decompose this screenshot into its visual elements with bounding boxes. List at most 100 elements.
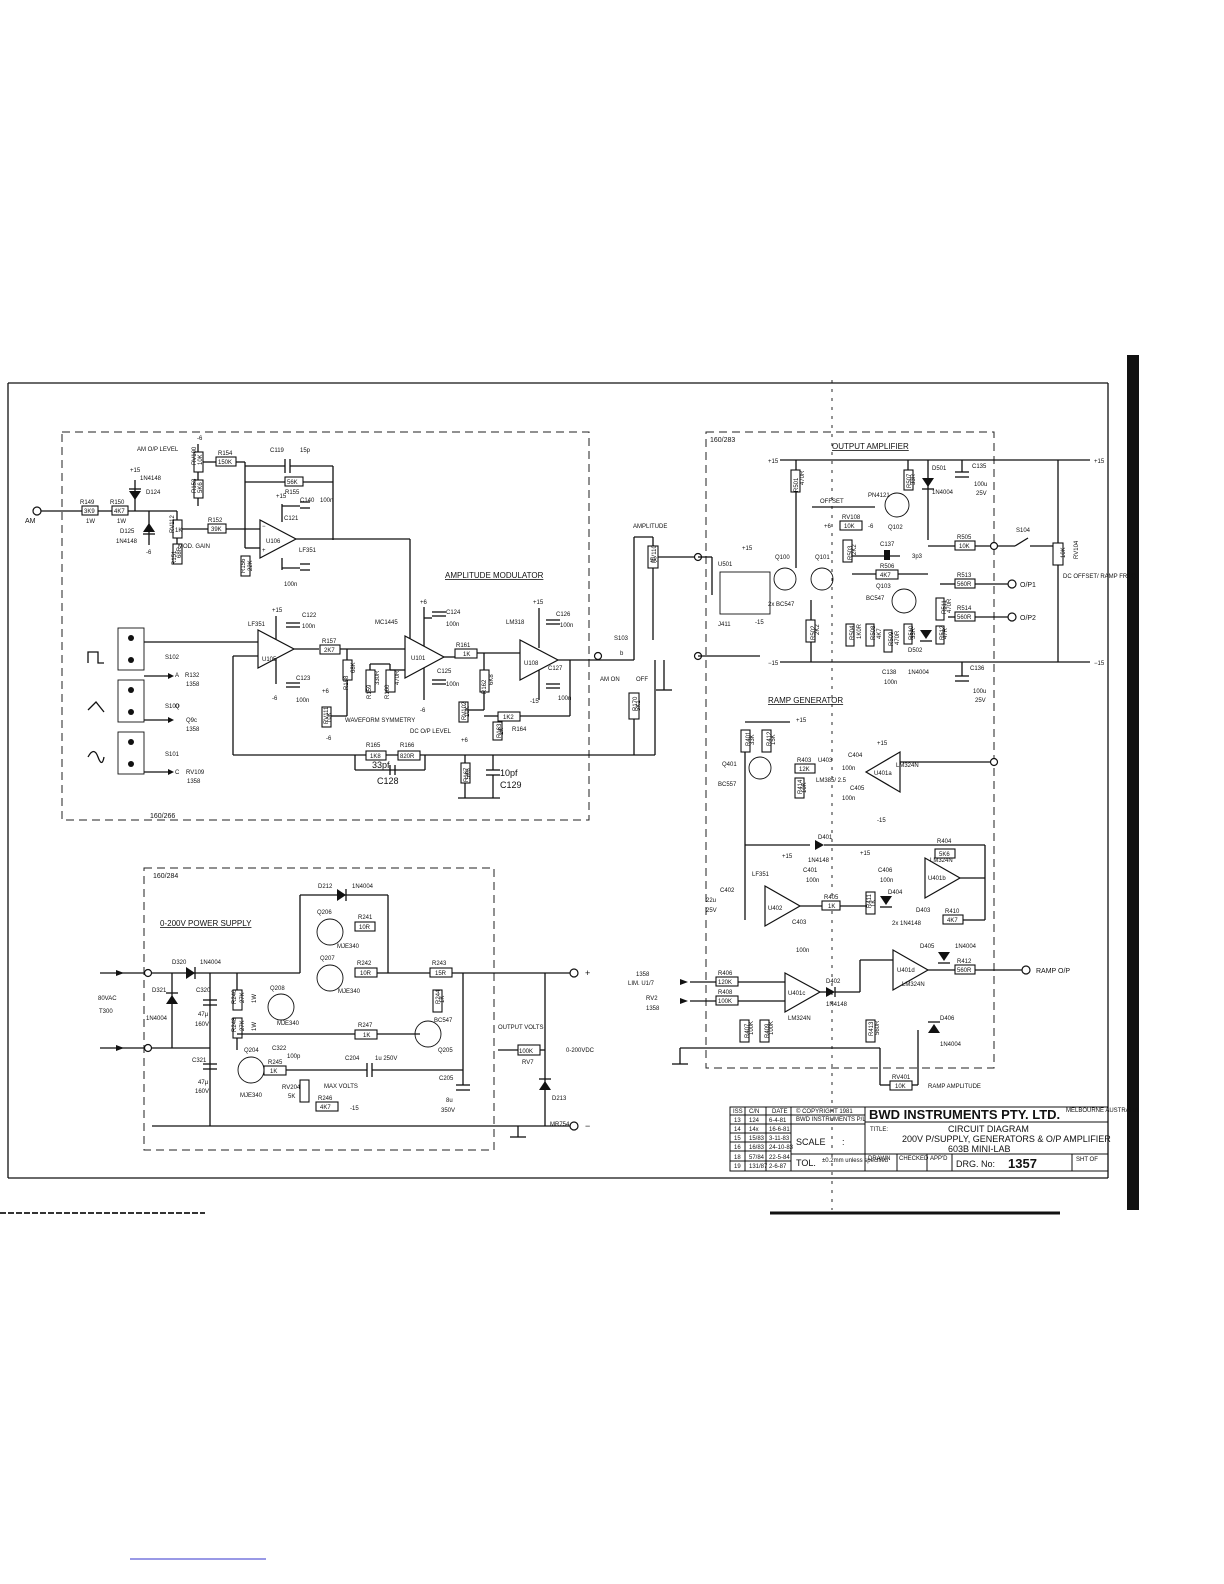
svg-text:1358: 1358 (186, 682, 200, 688)
svg-text:R511: R511 (942, 599, 948, 614)
svg-text:SHT OF: SHT OF (1076, 1157, 1098, 1163)
svg-text:D405: D405 (920, 944, 935, 950)
svg-text:10pf: 10pf (500, 768, 518, 778)
svg-text:R160: R160 (385, 684, 391, 699)
svg-text:1358: 1358 (186, 727, 200, 733)
transistor-q208 (267, 993, 295, 1021)
transistor-q102 (884, 492, 910, 518)
section-ramp-generator: RAMP GENERATOR (768, 696, 843, 705)
transistor-q103 (891, 588, 917, 614)
svg-text:2x 1N4148: 2x 1N4148 (892, 921, 922, 927)
svg-text:47R: 47R (943, 627, 949, 639)
psu-minus-terminal[interactable] (569, 1121, 579, 1131)
svg-text:D403: D403 (916, 908, 931, 914)
psu-plus-terminal[interactable] (569, 968, 579, 978)
svg-text:57/84: 57/84 (749, 1155, 765, 1161)
svg-text:C119: C119 (270, 448, 285, 454)
svg-text:R409: R409 (765, 1023, 771, 1038)
amplifier-u101 (404, 634, 446, 680)
svg-text:+6: +6 (322, 689, 330, 695)
op1-terminal[interactable] (1007, 579, 1017, 589)
svg-text:LM318: LM318 (506, 620, 525, 626)
svg-text:68R: 68R (177, 546, 183, 558)
svg-text:R149: R149 (80, 500, 95, 506)
scan-edge-bar (1127, 355, 1139, 1210)
svg-text:R514: R514 (957, 606, 972, 612)
ramp-amplitude-label: RAMP AMPLITUDE (928, 1084, 981, 1090)
waveform-switches[interactable]: S102 S100 S101 A R132 1358 Q Q9c 1358 C … (117, 627, 205, 785)
block-id-am: 160/266 (150, 813, 175, 820)
svg-text:22u: 22u (706, 898, 716, 904)
svg-text:14: 14 (734, 1127, 741, 1133)
transistor-q101 (810, 567, 834, 591)
svg-text:R407: R407 (745, 1023, 751, 1038)
svg-text:10K: 10K (959, 544, 970, 550)
svg-text:-6: -6 (868, 524, 874, 530)
svg-text:1N4004: 1N4004 (932, 490, 954, 496)
svg-text:16/83: 16/83 (749, 1145, 765, 1151)
svg-text:33pf: 33pf (372, 760, 390, 770)
section-power-supply: 0-200V POWER SUPPLY (160, 919, 252, 928)
svg-text:6K8: 6K8 (489, 674, 495, 685)
svg-text:BC557: BC557 (718, 782, 737, 788)
svg-text:15/83: 15/83 (749, 1136, 765, 1142)
switch-s102[interactable] (117, 627, 145, 671)
mod-gain-label: MOD. GAIN (178, 544, 210, 550)
svg-text:10K: 10K (1061, 547, 1067, 558)
svg-text:R132: R132 (185, 673, 200, 679)
svg-text:U401a: U401a (874, 771, 892, 777)
svg-text:R151: R151 (172, 550, 178, 565)
svg-text:-6: -6 (420, 708, 426, 714)
svg-text:R156: R156 (241, 558, 247, 573)
offset-label: OFFSET (820, 499, 844, 505)
am-input-terminal[interactable] (32, 506, 42, 516)
svg-text:C402: C402 (720, 888, 735, 894)
svg-text:1N4148: 1N4148 (826, 1002, 848, 1008)
block-id-psu: 160/284 (153, 873, 178, 880)
svg-text:24-10-83: 24-10-83 (769, 1145, 794, 1151)
svg-text:-15: -15 (530, 699, 539, 705)
svg-text:C122: C122 (302, 613, 317, 619)
svg-text:16-6-81: 16-6-81 (769, 1127, 790, 1133)
svg-text:LM324N: LM324N (788, 1016, 811, 1022)
svg-text:10K: 10K (465, 706, 471, 717)
transistor-q100 (773, 567, 797, 591)
svg-text:1K: 1K (440, 996, 446, 1003)
svg-text:U402: U402 (768, 906, 783, 912)
svg-text:Q207: Q207 (320, 956, 335, 962)
svg-text:5K6: 5K6 (198, 482, 204, 493)
svg-text:R155: R155 (285, 490, 300, 496)
svg-text:DRG. No:: DRG. No: (956, 1159, 995, 1169)
svg-text:U108: U108 (524, 661, 539, 667)
svg-text:1N4004: 1N4004 (908, 670, 930, 676)
svg-text:1358: 1358 (646, 1006, 660, 1012)
svg-text:+15: +15 (533, 600, 544, 606)
transistor-q204 (237, 1056, 265, 1084)
op2-terminal[interactable] (1007, 612, 1017, 622)
svg-text:8u: 8u (446, 1098, 453, 1104)
svg-text:1u 250V: 1u 250V (375, 1056, 397, 1062)
svg-text:330R: 330R (375, 670, 381, 685)
ramp-op-terminal[interactable] (1021, 965, 1031, 975)
svg-text:56K: 56K (287, 480, 298, 486)
section-output-amplifier: OUTPUT AMPLIFIER (832, 442, 909, 451)
svg-text:C129: C129 (500, 780, 522, 790)
svg-text:22K: 22K (248, 560, 254, 571)
svg-text:470R: 470R (947, 598, 953, 613)
svg-text:3-11-83: 3-11-83 (769, 1136, 790, 1142)
svg-text:1N4148: 1N4148 (140, 476, 162, 482)
svg-text:BWD INSTRUMENTS P/L: BWD INSTRUMENTS P/L (796, 1117, 866, 1123)
switch-s100[interactable] (117, 679, 145, 723)
switch-s101[interactable] (117, 731, 145, 775)
svg-text:R506: R506 (880, 564, 895, 570)
svg-text:100n: 100n (806, 878, 819, 884)
svg-text:10K: 10K (844, 524, 855, 530)
transistor-q205 (414, 1020, 442, 1048)
svg-text:160V: 160V (195, 1022, 209, 1028)
svg-text:R242: R242 (357, 961, 372, 967)
svg-text:1358: 1358 (636, 972, 650, 978)
svg-text:D402: D402 (826, 979, 841, 985)
svg-text:RV111: RV111 (324, 706, 330, 724)
svg-text:100n: 100n (880, 878, 893, 884)
svg-text:LM324N: LM324N (902, 982, 925, 988)
